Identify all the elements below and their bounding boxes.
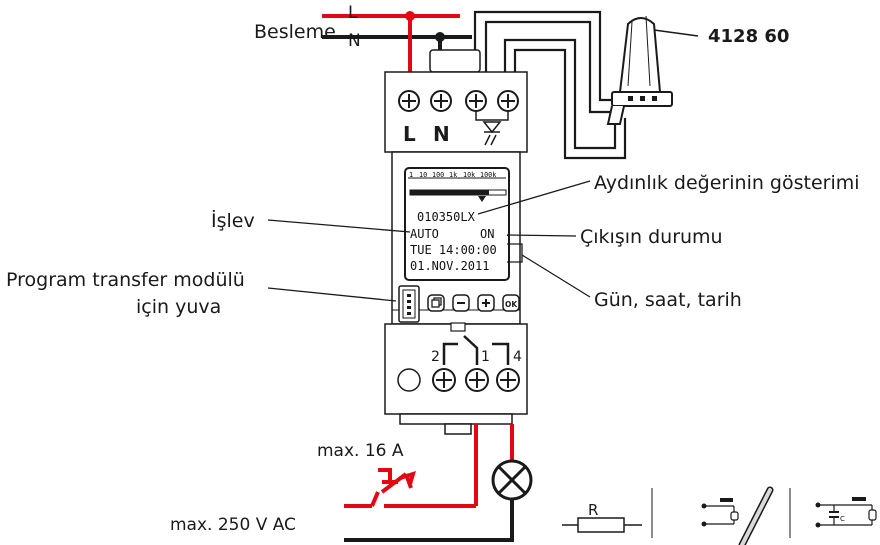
light-sensor bbox=[606, 15, 699, 125]
relay-terminal-2-label: 2 bbox=[431, 349, 440, 365]
fluorescent-lamp-icon bbox=[701, 486, 774, 545]
callout-datetime: Gün, saat, tarih bbox=[594, 289, 742, 311]
status-led bbox=[397, 368, 421, 392]
terminal-screw bbox=[465, 90, 487, 112]
lux-scale-tick: 1k bbox=[449, 171, 457, 179]
callout-module-line1: Program transfer modülü bbox=[6, 269, 245, 291]
terminal-N-label: N bbox=[433, 122, 450, 146]
callout-function: İşlev bbox=[211, 209, 255, 232]
lcd-lux-value: 010350LX bbox=[417, 210, 476, 224]
sensor-part-number: 4128 60 bbox=[708, 26, 789, 47]
terminal-L-label: L bbox=[403, 122, 416, 146]
compensated-lamp-icon: C bbox=[815, 497, 877, 528]
terminal-screw bbox=[465, 368, 489, 392]
lcd-display: 1 10 100 1k 10k 100k 010350LX AUTO ON TU… bbox=[404, 167, 510, 281]
bottom-terminals bbox=[397, 368, 520, 392]
max-current-label: max. 16 A bbox=[317, 441, 404, 461]
lcd-output-state: ON bbox=[480, 227, 494, 241]
sensor-cable bbox=[473, 10, 627, 160]
supply-label: Besleme bbox=[254, 21, 336, 43]
copy-button[interactable] bbox=[427, 294, 445, 312]
terminal-screw bbox=[497, 90, 519, 112]
minus-button[interactable] bbox=[452, 294, 470, 312]
ok-button[interactable]: OK bbox=[502, 294, 520, 312]
lux-scale-tick: 100 bbox=[432, 171, 444, 179]
callout-module-line2: için yuva bbox=[136, 296, 221, 318]
max-voltage-label: max. 250 V AC bbox=[170, 515, 296, 535]
plus-button[interactable] bbox=[477, 294, 495, 312]
lux-scale-tick: 1 bbox=[409, 171, 413, 179]
lux-scale-tick: 10 bbox=[419, 171, 427, 179]
lcd-time: TUE 14:00:00 bbox=[410, 243, 497, 257]
lcd-date: 01.NOV.2011 bbox=[410, 259, 489, 273]
callout-illuminance: Aydınlık değerinin gösterimi bbox=[594, 172, 860, 194]
sensor-leader-line bbox=[653, 29, 699, 37]
lux-bargraph-fill bbox=[410, 190, 489, 195]
copy-icon bbox=[431, 299, 440, 308]
lux-scale-tick: 10k bbox=[463, 171, 475, 179]
photodiode-icon bbox=[475, 112, 509, 146]
terminal-screw bbox=[496, 368, 520, 392]
load-circuit bbox=[344, 424, 514, 542]
junction-N bbox=[435, 32, 445, 42]
callout-leaders bbox=[267, 180, 591, 302]
lcd-mode: AUTO bbox=[410, 227, 439, 241]
resistor-label: R bbox=[588, 501, 598, 519]
top-terminals bbox=[398, 90, 519, 112]
lamp-icon bbox=[491, 459, 533, 501]
capacitor-label: C bbox=[840, 515, 845, 523]
program-module-slot[interactable] bbox=[398, 285, 420, 323]
terminal-screw bbox=[398, 90, 420, 112]
threshold-marker-icon bbox=[478, 196, 486, 202]
resistive-load-icon: R bbox=[562, 501, 642, 533]
relay-terminal-4-label: 4 bbox=[513, 349, 522, 365]
relay-terminal-1-label: 1 bbox=[481, 349, 490, 365]
junction-L bbox=[405, 11, 415, 21]
ok-button-label: OK bbox=[505, 300, 518, 309]
miniature-breaker-icon bbox=[370, 468, 416, 507]
supply-N-label: N bbox=[348, 31, 361, 51]
callout-output-state: Çıkışın durumu bbox=[580, 226, 723, 248]
terminal-screw bbox=[432, 368, 456, 392]
supply-L-label: L bbox=[348, 3, 358, 23]
relay-contact-symbol bbox=[442, 335, 510, 365]
lux-scale-tick: 100k bbox=[480, 171, 496, 179]
terminal-screw bbox=[430, 90, 452, 112]
